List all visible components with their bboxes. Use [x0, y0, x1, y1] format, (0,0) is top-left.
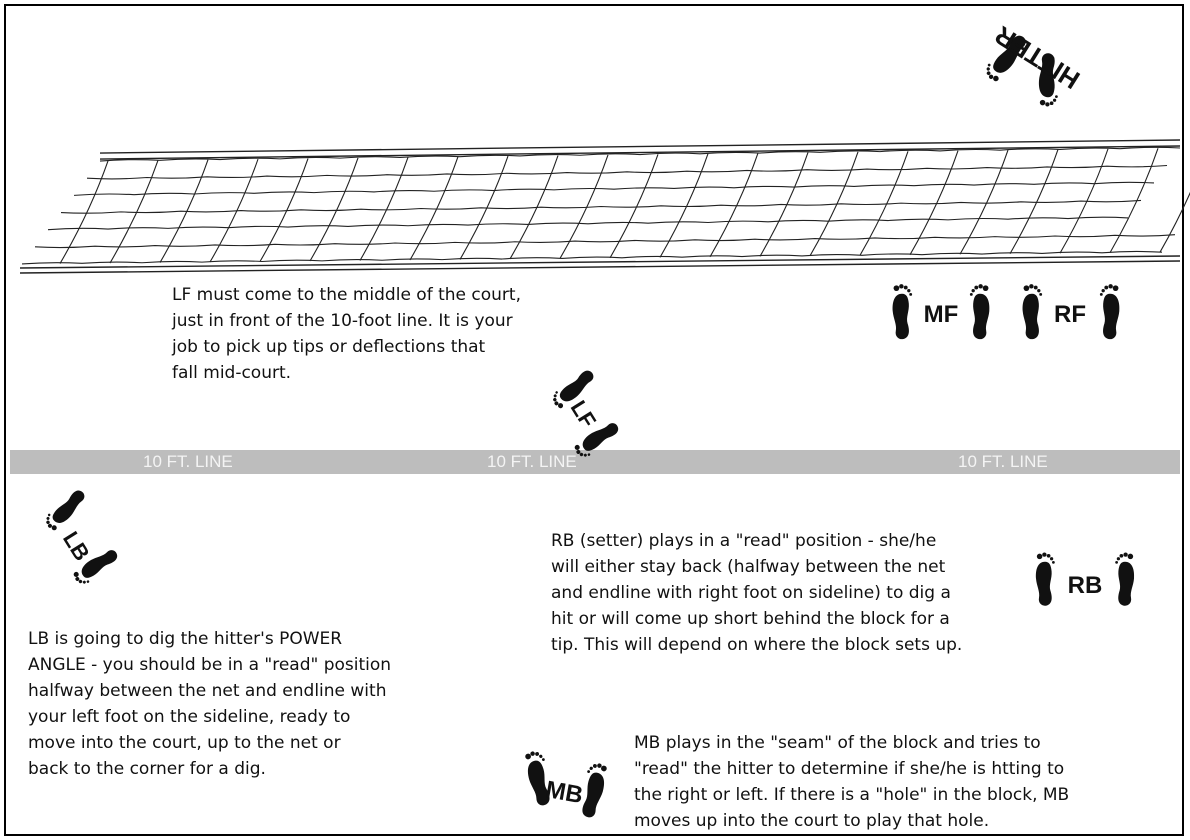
lb-note-line: halfway between the net and endline with [28, 678, 391, 704]
net-line [960, 150, 1008, 254]
net-line [87, 165, 1167, 178]
net-line [61, 200, 1141, 213]
net-line [660, 154, 708, 258]
lb-note-line: your left foot on the sideline, ready to [28, 704, 391, 730]
net-line [100, 146, 1180, 159]
rb-label: RB [1068, 572, 1103, 599]
front-row-footprints: MF RF [880, 275, 1175, 350]
mb-note-line: moves up into the court to play that hol… [634, 808, 1069, 834]
lb-foot-left [42, 486, 89, 533]
net-line [48, 217, 1128, 229]
lf-note: LF must come to the middle of the court,… [172, 282, 521, 386]
mb-label: MB [544, 776, 585, 809]
ten-foot-label-right: 10 FT. LINE [958, 450, 1048, 474]
lf-note-line: LF must come to the middle of the court, [172, 282, 521, 308]
net-line [360, 157, 408, 260]
rb-note-line: hit or will come up short behind the blo… [551, 606, 962, 632]
net-line [20, 261, 1180, 273]
ten-foot-label-left: 10 FT. LINE [143, 450, 233, 474]
lf-note-line: just in front of the 10-foot line. It is… [172, 308, 521, 334]
mb-note: MB plays in the "seam" of the block and … [634, 730, 1069, 834]
rf-label: RF [1054, 301, 1086, 328]
mf-label: MF [924, 301, 959, 328]
net-line [1160, 148, 1190, 253]
mb-note-line: the right or left. If there is a "hole" … [634, 782, 1069, 808]
lf-note-line: job to pick up tips or deflections that [172, 334, 521, 360]
net-line [35, 235, 1175, 248]
mb-footprints: MB [505, 740, 635, 835]
lf-note-line: fall mid-court. [172, 360, 521, 386]
net-line [100, 147, 1180, 161]
rb-note-line: tip. This will depend on where the block… [551, 632, 962, 658]
mb-note-line: MB plays in the "seam" of the block and … [634, 730, 1069, 756]
lb-note-line: move into the court, up to the net or [28, 730, 391, 756]
rb-note: RB (setter) plays in a "read" position -… [551, 528, 962, 658]
lb-note-line: LB is going to dig the hitter's POWER [28, 626, 391, 652]
rb-note-line: will either stay back (halfway between t… [551, 554, 962, 580]
net-line [100, 140, 1180, 153]
rb-footprints: RB [1025, 545, 1155, 620]
lb-note: LB is going to dig the hitter's POWER AN… [28, 626, 391, 782]
rb-note-line: and endline with right foot on sideline)… [551, 580, 962, 606]
lb-note-line: back to the corner for a dig. [28, 756, 391, 782]
lb-note-line: ANGLE - you should be in a "read" positi… [28, 652, 391, 678]
lf-footprints [530, 360, 630, 475]
lb-label: LB [58, 527, 95, 565]
net-line [60, 161, 108, 264]
net-line [74, 182, 1154, 195]
mb-note-line: "read" the hitter to determine if she/he… [634, 756, 1069, 782]
rb-note-line: RB (setter) plays in a "read" position -… [551, 528, 962, 554]
